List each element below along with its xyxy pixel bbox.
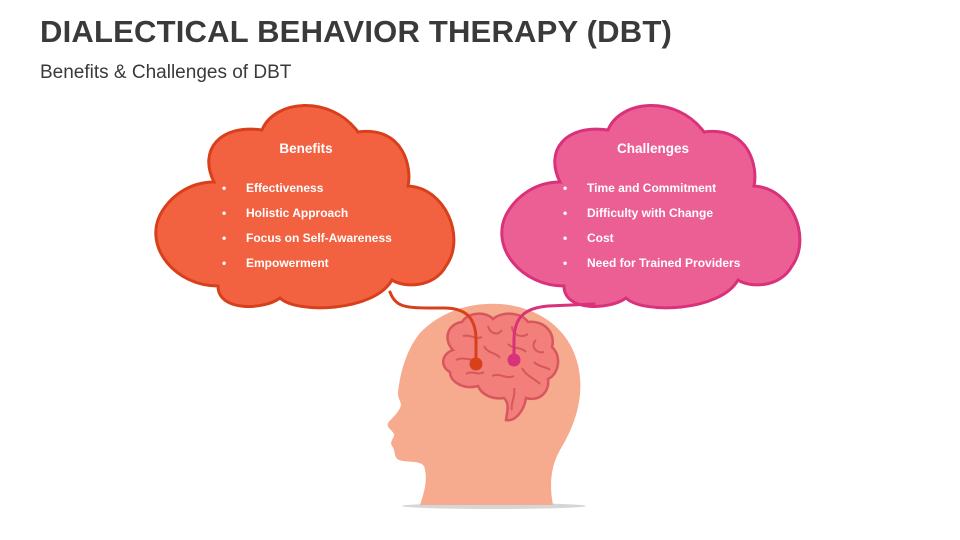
benefits-item: Focus on Self-Awareness xyxy=(222,229,392,254)
benefits-connector xyxy=(388,290,478,366)
brain-icon xyxy=(442,312,560,422)
page-subtitle: Benefits & Challenges of DBT xyxy=(40,62,292,83)
benefits-connector-dot xyxy=(469,357,483,371)
challenges-connector xyxy=(512,302,596,362)
page-title: DIALECTICAL BEHAVIOR THERAPY (DBT) xyxy=(40,14,672,49)
challenges-heading: Challenges xyxy=(616,141,690,156)
benefits-item: Holistic Approach xyxy=(222,204,392,229)
challenges-item: Need for Trained Providers xyxy=(563,254,740,279)
challenges-item: Difficulty with Change xyxy=(563,204,740,229)
challenges-item: Time and Commitment xyxy=(563,179,740,204)
benefits-heading: Benefits xyxy=(279,141,333,156)
benefits-list: Effectiveness Holistic Approach Focus on… xyxy=(222,179,392,279)
challenges-list: Time and Commitment Difficulty with Chan… xyxy=(563,179,740,279)
benefits-item: Empowerment xyxy=(222,254,392,279)
benefits-item: Effectiveness xyxy=(222,179,392,204)
challenges-connector-dot xyxy=(507,353,521,367)
challenges-item: Cost xyxy=(563,229,740,254)
